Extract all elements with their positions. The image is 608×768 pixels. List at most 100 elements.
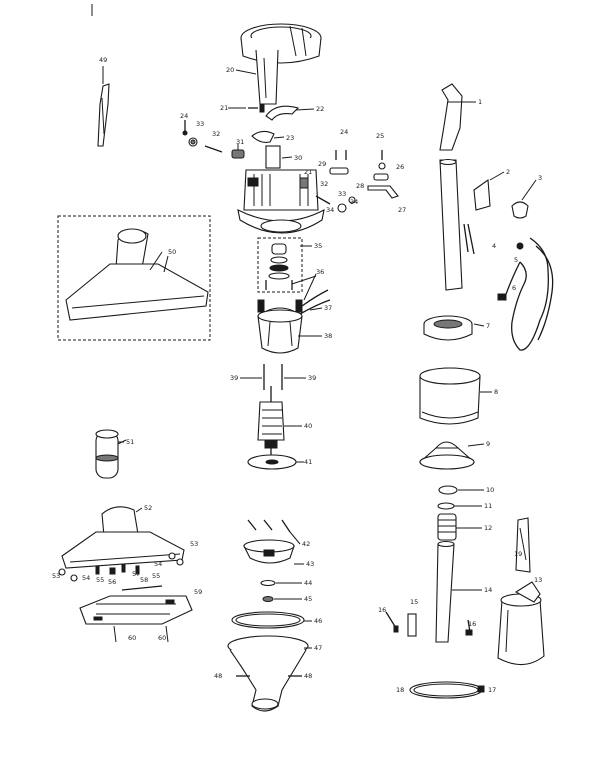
part-label-13: 13: [534, 576, 542, 584]
motor-housing-part: [237, 145, 325, 234]
filter-bag-part: [419, 367, 481, 425]
part-label-27: 27: [398, 206, 406, 214]
part-label-12: 12: [484, 524, 492, 532]
part-label-55b: 55: [152, 572, 160, 580]
part-label-56: 56: [108, 578, 116, 586]
part-label-32b: 32: [320, 180, 328, 188]
part-label-50: 50: [168, 248, 176, 256]
part-label-9: 9: [486, 440, 490, 448]
part-label-60: 60: [128, 634, 136, 642]
part-label-4: 4: [492, 242, 496, 250]
part-label-19: 19: [514, 550, 522, 558]
part-label-51: 51: [126, 438, 134, 446]
part-label-57: 57: [132, 570, 140, 578]
part-label-41: 41: [304, 458, 312, 466]
latch-parts: [248, 103, 300, 143]
part-label-54b: 54: [154, 560, 162, 568]
part-label-17: 17: [488, 686, 496, 694]
armature-part: [257, 386, 285, 456]
left-fastener-parts: [182, 120, 245, 159]
part-label-23: 23: [286, 134, 294, 142]
part-label-2: 2: [506, 168, 510, 176]
part-label-10: 10: [486, 486, 494, 494]
part-number-labels: 49 20 21 22 24 33 23 32 31 30 24 25 29 2…: [52, 56, 542, 694]
extension-tube-part: [435, 540, 455, 643]
handle-tube-part: [439, 83, 463, 291]
band-ring-part: [409, 681, 485, 699]
nozzle-base-plate-part: [79, 595, 193, 625]
part-label-16b: 16: [468, 620, 476, 628]
part-label-26: 26: [396, 163, 404, 171]
power-cord-part: [497, 237, 554, 351]
switch-parts: [463, 178, 529, 255]
part-label-43: 43: [306, 560, 314, 568]
part-label-37: 37: [324, 304, 332, 312]
part-label-24b: 24: [340, 128, 348, 136]
part-label-30: 30: [294, 154, 302, 162]
part-label-31b: 21: [304, 168, 312, 176]
small-tube-parts: [385, 611, 473, 637]
long-screw-parts: [263, 364, 283, 390]
right-fastener-parts: [299, 150, 399, 213]
gasket-part: [231, 611, 305, 629]
part-label-42: 42: [302, 540, 310, 548]
dust-cup-part: [497, 581, 545, 666]
part-label-58: 58: [140, 576, 148, 584]
part-label-34b: 34: [350, 198, 358, 206]
part-label-48: 48: [214, 672, 222, 680]
part-label-59: 59: [194, 588, 202, 596]
part-label-16: 16: [378, 606, 386, 614]
part-label-7: 7: [486, 322, 490, 330]
cone-filter-part: [419, 441, 475, 470]
part-label-36: 36: [316, 268, 324, 276]
crevice-tool-part: [97, 66, 110, 147]
part-label-11: 11: [484, 502, 492, 510]
part-label-54: 54: [82, 574, 90, 582]
part-label-3: 3: [538, 174, 542, 182]
part-label-28: 28: [356, 182, 364, 190]
part-label-48b: 48: [304, 672, 312, 680]
part-label-32: 32: [212, 130, 220, 138]
part-label-18: 18: [396, 686, 404, 694]
part-label-31: 31: [236, 138, 244, 146]
part-label-52: 52: [144, 504, 152, 512]
part-label-45: 45: [304, 595, 312, 603]
fan-disk-part: [247, 454, 297, 470]
impeller-part: [243, 539, 295, 564]
floor-nozzle-part: [57, 215, 211, 341]
part-label-5: 5: [514, 256, 518, 264]
part-label-8: 8: [494, 388, 498, 396]
part-label-22: 22: [316, 105, 324, 113]
part-label-6: 6: [512, 284, 516, 292]
part-label-24: 24: [180, 112, 188, 120]
nozzle-small-parts: [58, 552, 184, 643]
part-label-39: 39: [230, 374, 238, 382]
washer-parts: [260, 579, 276, 602]
bracket-part: [515, 517, 531, 573]
part-label-21: 21: [220, 104, 228, 112]
part-label-49: 49: [99, 56, 107, 64]
part-label-35: 35: [314, 242, 322, 250]
part-label-53: 53: [190, 540, 198, 548]
part-label-33b: 33: [338, 190, 346, 198]
part-label-34: 34: [326, 206, 334, 214]
part-label-53b: 53: [52, 572, 60, 580]
upholstery-nozzle-part: [61, 506, 185, 569]
part-label-39b: 39: [308, 374, 316, 382]
part-label-47: 47: [314, 644, 322, 652]
filter-ring-part: [423, 315, 473, 341]
bearing-parts: [257, 237, 303, 293]
part-label-25: 25: [376, 132, 384, 140]
part-label-33: 33: [196, 120, 204, 128]
part-label-1: 1: [478, 98, 482, 106]
brush-holder-part: [257, 289, 331, 354]
intake-funnel-part: [227, 635, 309, 712]
part-label-55: 55: [96, 576, 104, 584]
part-label-14: 14: [484, 586, 492, 594]
part-label-29: 29: [318, 160, 326, 168]
spring-parts: [437, 485, 458, 541]
part-label-38: 38: [324, 332, 332, 340]
part-label-60b: 60: [158, 634, 166, 642]
fan-screws-part: [247, 519, 291, 533]
